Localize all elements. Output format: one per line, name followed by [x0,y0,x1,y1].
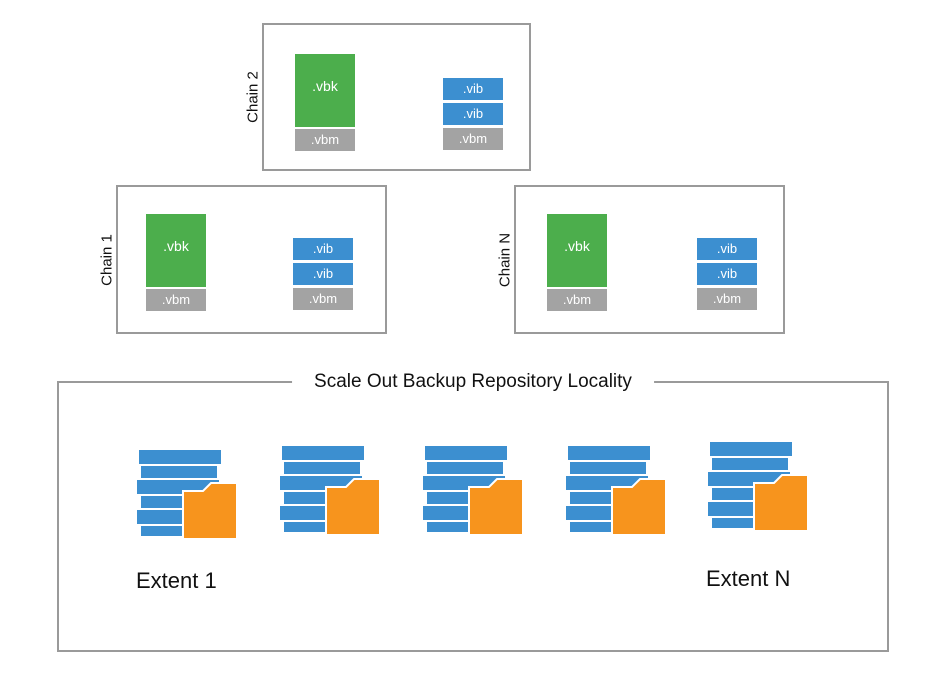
vbm-file: .vbm [697,288,757,310]
vbm-file: .vbm [293,288,353,310]
server-folder-icon [708,442,809,532]
extent-icon [708,442,812,536]
server-folder-icon [423,446,524,536]
vbk-file: .vbk [547,214,607,287]
vib-file: .vib [697,238,757,260]
chain-label: Chain N [496,227,514,292]
vib-file: .vib [697,263,757,285]
vbk-file: .vbk [295,54,355,127]
extent-icon [280,446,384,540]
scale-out-repository: Scale Out Backup Repository Locality [57,370,889,652]
extent-label-first: Extent 1 [136,568,217,593]
vbm-file: .vbm [443,128,503,150]
extent-label-last: Extent N [706,566,791,591]
vib-file: .vib [293,238,353,260]
chain-box-1: Chain 1 .vbk .vbm .vib .vib .vbm [98,185,387,334]
repository-title: Scale Out Backup Repository Locality [292,370,654,394]
chain-box-n: Chain N .vbk .vbm .vib .vib .vbm [496,185,785,334]
vbk-file: .vbk [146,214,206,287]
chain-box-2: Chain 2 .vbk .vbm .vib .vib .vbm [244,23,531,171]
extent-icon [137,450,241,544]
chain-label: Chain 1 [98,228,116,291]
chain-label: Chain 2 [244,66,262,128]
vbm-file: .vbm [146,289,206,311]
server-folder-icon [280,446,381,536]
server-folder-icon [137,450,238,540]
server-folder-icon [566,446,667,536]
vib-file: .vib [443,103,503,125]
extent-icon [566,446,670,540]
vbm-file: .vbm [295,129,355,151]
vib-file: .vib [443,78,503,100]
vbm-file: .vbm [547,289,607,311]
vib-file: .vib [293,263,353,285]
extent-icon [423,446,527,540]
